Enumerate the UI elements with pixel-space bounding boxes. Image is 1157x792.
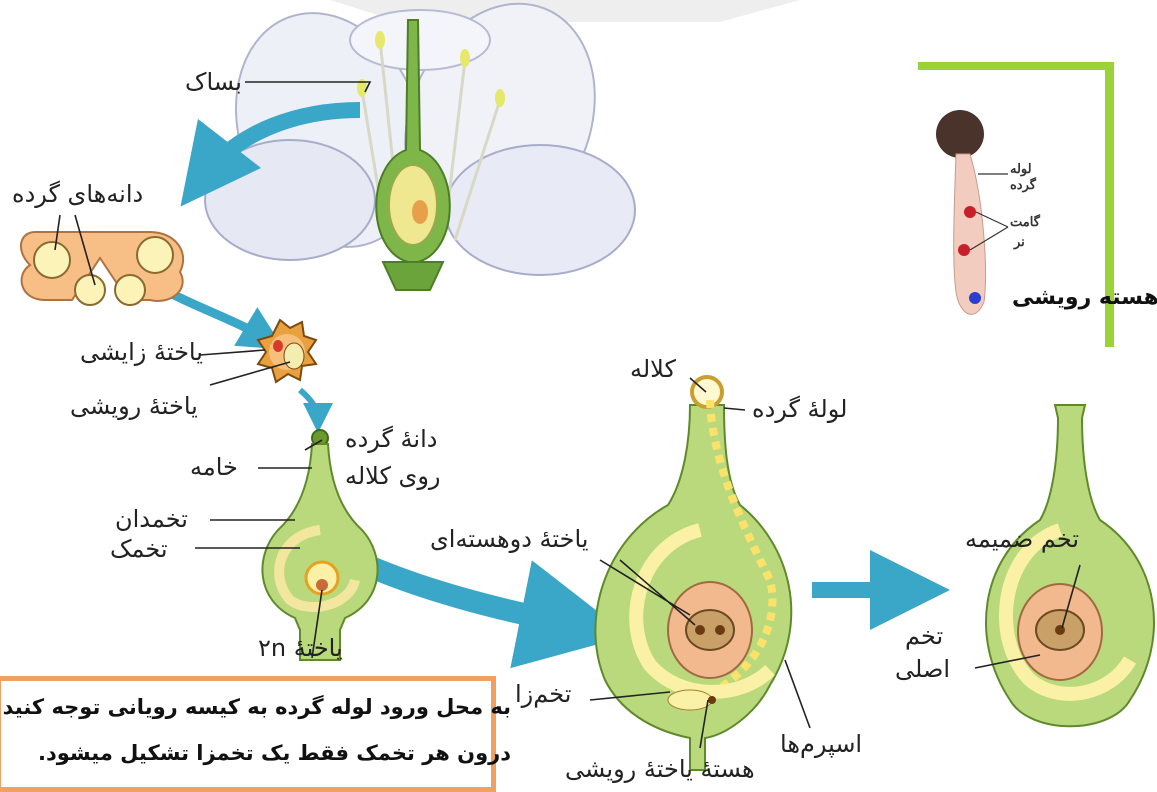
inset-male-gamete-line1: گامت (1010, 215, 1040, 230)
arrow-pistil-to-fertilization (355, 560, 575, 625)
label-pollen-on-stigma-2: روی کلاله (345, 462, 441, 490)
label-pollen-tube: لولهٔ گرده (752, 395, 847, 423)
note-line-2: درون هر تخمک فقط یک تخمزا تشکیل میشود. (38, 741, 511, 765)
label-anther: بساک (185, 68, 242, 96)
inset-border-top (918, 62, 1113, 70)
anther-cross-section (21, 232, 183, 305)
note-box: به محل ورود لوله گرده به کیسه رویانی توج… (0, 676, 496, 792)
arrow-cell-to-pistil (300, 390, 318, 418)
flower-illustration (204, 0, 635, 290)
inset-pollen-tube-line1: لوله (1010, 162, 1032, 177)
label-main-zygote-1: تخم (905, 622, 943, 650)
label-vegetative-cell: یاختهٔ رویشی (70, 392, 198, 420)
label-main-zygote-2: اصلی (895, 655, 950, 683)
label-ovary: تخمدان (115, 505, 188, 533)
pollen-grain (258, 320, 316, 382)
label-endosperm-zygote: تخم ضمیمه (965, 525, 1079, 553)
inset-tube-nucleus: هسته رویشی (1012, 285, 1157, 310)
label-ovule: تخمک (110, 535, 168, 563)
label-stigma: کلاله (630, 355, 676, 383)
label-pollen-on-stigma-1: دانهٔ گرده (345, 425, 437, 453)
label-binucleate-cell: یاختهٔ دوهسته‌ای (430, 525, 588, 553)
label-sperms: اسپرم‌ها (780, 730, 862, 758)
label-generative-cell: یاختهٔ زایشی (80, 338, 203, 366)
note-line-1: به محل ورود لوله گرده به کیسه رویانی توج… (3, 695, 511, 719)
label-cell-2n: یاختهٔ ۲n (258, 634, 343, 662)
label-vegetative-nucleus: هستهٔ یاختهٔ رویشی (565, 755, 755, 783)
label-pollen-grains: دانه‌های گرده (12, 180, 143, 208)
pistil-stage-2 (595, 377, 791, 770)
label-style: خامه (190, 453, 238, 481)
inset-pollen-tube-line2: گرده (1010, 178, 1036, 193)
label-egg-cell: تخم‌زا (515, 680, 571, 708)
pistil-stage-3 (986, 405, 1154, 726)
inset-male-gamete-line2: نر (1014, 235, 1025, 250)
